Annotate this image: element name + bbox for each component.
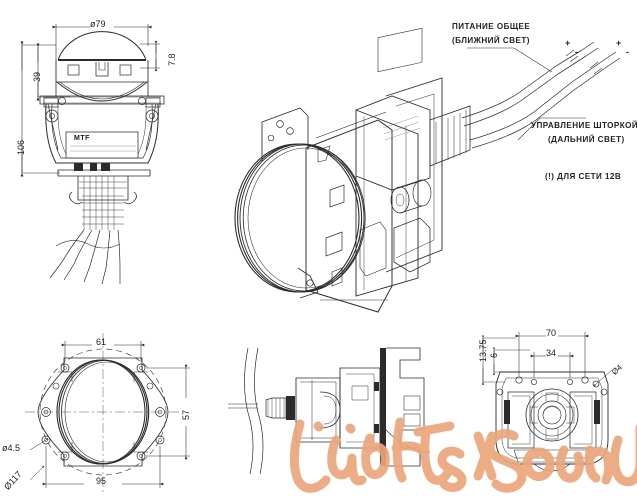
dimension-95 [42, 446, 164, 488]
dim-label-d79: ø79 [90, 19, 106, 29]
polarity-plus-1: + [565, 38, 571, 48]
brand-label-mtf: MTF [74, 135, 90, 142]
dim-label-61: 61 [96, 337, 107, 347]
dim-label-7-8: 7.8 [167, 53, 177, 66]
annotation-voltage: (!) ДЛЯ СЕТИ 12В [545, 172, 622, 181]
annotation-shutter-control-line1: УПРАВЛЕНИЕ ШТОРКОЙ [531, 121, 637, 130]
view-isometric-main [234, 27, 621, 313]
view-front-bottom-left [25, 333, 190, 492]
dimension-7-8 [140, 41, 160, 71]
view-front-top-left [20, 24, 165, 285]
annotation-power-common-line1: ПИТАНИЕ ОБЩЕЕ [452, 22, 531, 31]
dim-label-57: 57 [181, 409, 191, 420]
dimension-61 [61, 341, 145, 362]
dimension-13-75 [481, 335, 516, 385]
dim-label-95: 95 [96, 476, 107, 486]
dim-label-106: 106 [16, 139, 26, 155]
dim-label-39: 39 [32, 71, 42, 82]
polarity-minus-2: - [626, 47, 629, 57]
dimension-106 [20, 41, 60, 177]
polarity-plus-2: + [616, 38, 622, 48]
dimension-70 [515, 332, 589, 376]
dim-label-70: 70 [546, 328, 557, 338]
dimension-d79 [52, 24, 152, 60]
dim-label-13-75: 13.75 [478, 339, 488, 362]
watermark-light-and-sound [289, 417, 637, 493]
annotation-shutter-control-line2: (ДАЛЬНИЙ СВЕТ) [548, 135, 625, 144]
dimension-6 [492, 347, 530, 375]
dimension-57 [146, 364, 190, 460]
annotation-power-common-line2: (БЛИЖНИЙ СВЕТ) [452, 36, 530, 45]
dim-label-6: 6 [489, 352, 499, 358]
dimension-34 [530, 352, 574, 378]
dim-label-d4-5: ø4.5 [2, 443, 21, 453]
dim-label-34: 34 [546, 348, 557, 358]
polarity-minus-1: - [575, 47, 578, 57]
